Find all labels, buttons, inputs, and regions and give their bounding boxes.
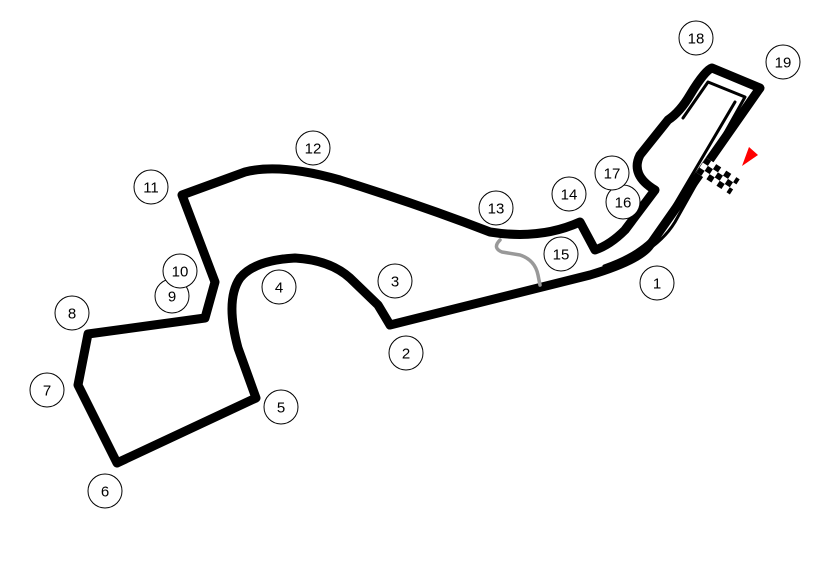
turn-number: 2	[402, 346, 410, 363]
turn-number: 12	[305, 141, 322, 158]
turn-number: 16	[615, 195, 632, 212]
turn-marker-circle	[678, 20, 714, 56]
turn-marker-circle	[261, 269, 297, 305]
turn-number: 10	[172, 264, 189, 281]
turn-marker-19: 19	[765, 44, 801, 80]
turn-number: 4	[275, 280, 283, 297]
pit-lane-line	[598, 80, 747, 274]
turn-marker-5: 5	[263, 389, 299, 425]
turn-number: 5	[277, 400, 285, 417]
turn-number: 11	[143, 180, 159, 197]
turn-marker-3: 3	[377, 263, 413, 299]
turn-number: 8	[68, 306, 76, 323]
turn-marker-circle	[388, 335, 424, 371]
turn-marker-circle	[594, 155, 630, 191]
turn-number: 13	[488, 201, 505, 218]
turn-number: 14	[561, 187, 578, 204]
turn-marker-10: 10	[162, 253, 198, 289]
turn-marker-16: 16	[605, 184, 641, 220]
turn-marker-11: 11	[133, 169, 169, 205]
turn-marker-13: 13	[478, 190, 514, 226]
turn-marker-circle	[133, 169, 169, 205]
turn-marker-18: 18	[678, 20, 714, 56]
turn-number: 1	[653, 276, 661, 293]
turn-marker-circle	[765, 44, 801, 80]
turn-number: 19	[775, 55, 792, 72]
turn-marker-circle	[162, 253, 198, 289]
pit-lane-inner	[602, 100, 737, 268]
turn-marker-12: 12	[295, 130, 331, 166]
turn-marker-circle	[54, 295, 90, 331]
turn-number: 7	[43, 383, 51, 400]
checkered-flag-icon	[696, 157, 740, 195]
turn-number: 17	[604, 166, 621, 183]
turn-number: 15	[553, 247, 570, 264]
turn-marker-2: 2	[388, 335, 424, 371]
turn-marker-circle	[551, 176, 587, 212]
alt-section	[494, 238, 542, 287]
circuit-track	[73, 63, 765, 468]
turn-marker-circle	[263, 389, 299, 425]
turn-marker-15: 15	[543, 236, 579, 272]
turn-marker-14: 14	[551, 176, 587, 212]
turn-marker-4: 4	[261, 269, 297, 305]
turn-number: 6	[101, 484, 109, 501]
turn-marker-circle	[377, 263, 413, 299]
turn-number: 18	[688, 31, 705, 48]
turn-marker-circle	[639, 265, 675, 301]
turn-marker-circle	[29, 372, 65, 408]
turn-marker-circle	[543, 236, 579, 272]
turn-marker-7: 7	[29, 372, 65, 408]
turn-marker-8: 8	[54, 295, 90, 331]
turn-marker-circle	[478, 190, 514, 226]
turn-number: 9	[168, 289, 176, 306]
turn-marker-circle	[295, 130, 331, 166]
turn-marker-circle	[87, 473, 123, 509]
turn-marker-17: 17	[594, 155, 630, 191]
turn-marker-6: 6	[87, 473, 123, 509]
turn-number: 3	[391, 274, 399, 291]
turn-marker-1: 1	[639, 265, 675, 301]
direction-arrow-icon	[742, 147, 758, 166]
